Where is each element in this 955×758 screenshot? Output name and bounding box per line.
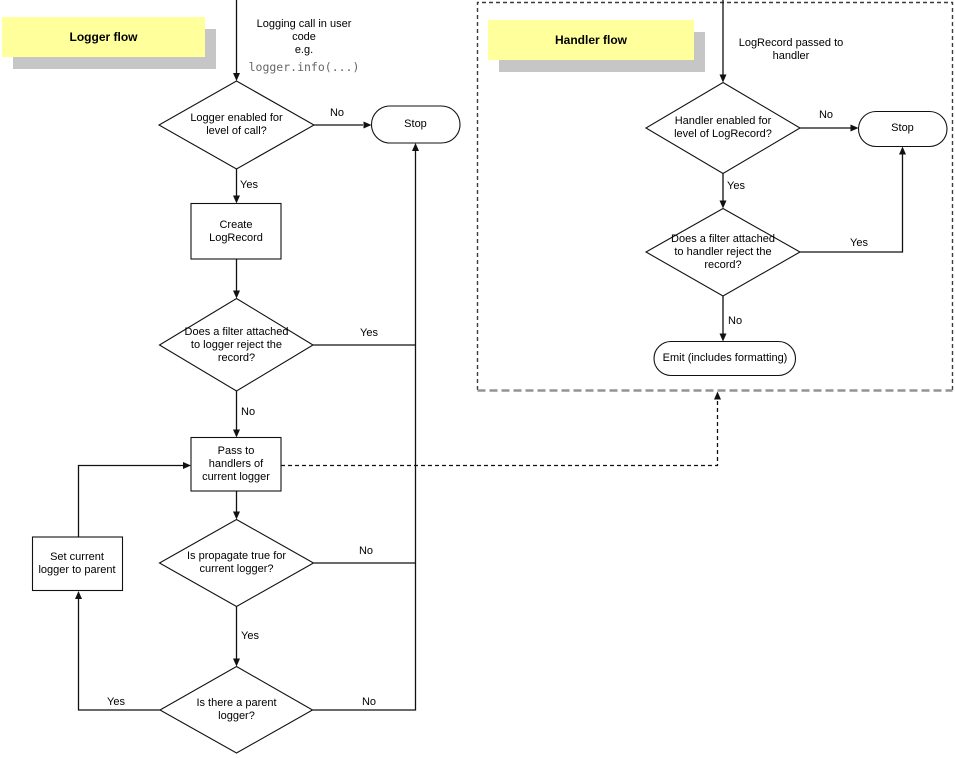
handler-flow-section-label-text: Handler flow — [554, 33, 627, 47]
edge-label-yes-filter: Yes — [360, 327, 378, 339]
decision-handler-filter-shape — [644, 207, 802, 297]
arrowhead-down-icon — [233, 429, 240, 438]
set-current-logger-text: Set current logger to parent — [38, 550, 116, 576]
edge-label-no-propagate: No — [358, 545, 374, 557]
decision-handler-level-text: Handler enabled for level of LogRecord? — [674, 115, 772, 140]
handler-flow-dashed-border — [476, 1, 954, 390]
arrowhead-right-icon — [363, 121, 372, 129]
arrowheads — [75, 73, 906, 667]
decision-logger-level-text: Logger enabled for level of call? — [190, 112, 283, 137]
decision-propagate-shape — [158, 518, 315, 608]
handler-shapes — [644, 81, 948, 377]
set-current-logger-shape — [31, 536, 124, 592]
arrowhead-down-icon — [719, 74, 727, 83]
pass-to-handlers-text: Pass to handlers of current logger — [202, 445, 270, 483]
arrowhead-up-icon — [899, 146, 906, 155]
handler-flow-section-label: Handler flow — [488, 20, 694, 60]
connector-stopline — [312, 150, 417, 711]
logger-flow-section-label: Logger flow — [2, 17, 205, 57]
connector-handler-filter-yes-to-stop — [800, 154, 904, 253]
logger-connectors — [77, 0, 719, 711]
edge-label-yes-level: Yes — [240, 179, 258, 191]
decision-parent-logger-shape — [158, 665, 314, 754]
logger-start-caption: Logging call in user code e.g. — [256, 17, 352, 56]
arrowhead-right-icon — [850, 124, 859, 132]
arrowhead-down-icon — [233, 195, 240, 204]
stop-node-handler-text: Stop — [891, 122, 914, 134]
edge-label-handler-yes-level: Yes — [727, 180, 745, 192]
arrowhead-up-icon — [75, 591, 82, 599]
handler-connectors — [722, 0, 904, 334]
arrowhead-down-icon — [233, 658, 240, 667]
arrowhead-down-icon — [719, 333, 727, 342]
stop-node-logger-shape — [370, 105, 461, 144]
decision-parent-logger-text: Is there a parent logger? — [196, 697, 277, 722]
create-logrecord-text: Create LogRecord — [209, 218, 263, 244]
arrowhead-up-icon — [412, 143, 419, 151]
arrowhead-up-icon — [714, 391, 721, 400]
decision-logger-filter-shape — [158, 297, 315, 392]
edge-label-handler-no-level: No — [818, 109, 834, 121]
arrowhead-down-icon — [233, 511, 240, 520]
connector-pass-to-handler-flow-dashed — [281, 398, 719, 467]
edge-label-no-parent: No — [361, 696, 377, 708]
edge-label-handler-no-filter: No — [728, 315, 743, 327]
logger-shapes — [31, 80, 461, 754]
edge-label-handler-yes-filter: Yes — [850, 237, 868, 249]
decision-logger-filter-text: Does a filter attached to logger reject … — [184, 325, 289, 364]
edge-label-yes-parent: Yes — [107, 696, 125, 708]
edge-label-yes-propagate: Yes — [241, 630, 259, 642]
pass-to-handlers-shape — [190, 436, 282, 492]
decision-propagate-text: Is propagate true for current logger? — [186, 550, 287, 575]
arrowhead-down-icon — [719, 200, 727, 209]
decision-handler-level-shape — [644, 81, 802, 175]
emit-node-shape — [653, 340, 797, 377]
create-logrecord-shape — [190, 202, 282, 260]
stop-node-logger-text: Stop — [404, 118, 427, 130]
edge-label-no-filter: No — [241, 406, 256, 418]
arrowhead-right-icon — [183, 462, 191, 469]
connector-setbox-to-pass — [77, 464, 183, 537]
stop-node-handler-shape — [857, 110, 948, 148]
emit-node-text: Emit (includes formatting) — [662, 352, 788, 364]
logger-start-code: logger.info(...) — [248, 60, 360, 74]
handler-start-caption: LogRecord passed to handler — [738, 36, 844, 62]
edge-label-no-level: No — [329, 107, 345, 119]
arrowhead-down-icon — [233, 290, 240, 299]
logger-flow-section-label-text: Logger flow — [69, 30, 138, 44]
decision-handler-filter-text: Does a filter attached to handler reject… — [671, 232, 775, 271]
connector-parent-yes-to-setbox — [77, 599, 160, 711]
decision-logger-level-shape — [157, 80, 316, 170]
arrowhead-down-icon — [233, 73, 240, 81]
